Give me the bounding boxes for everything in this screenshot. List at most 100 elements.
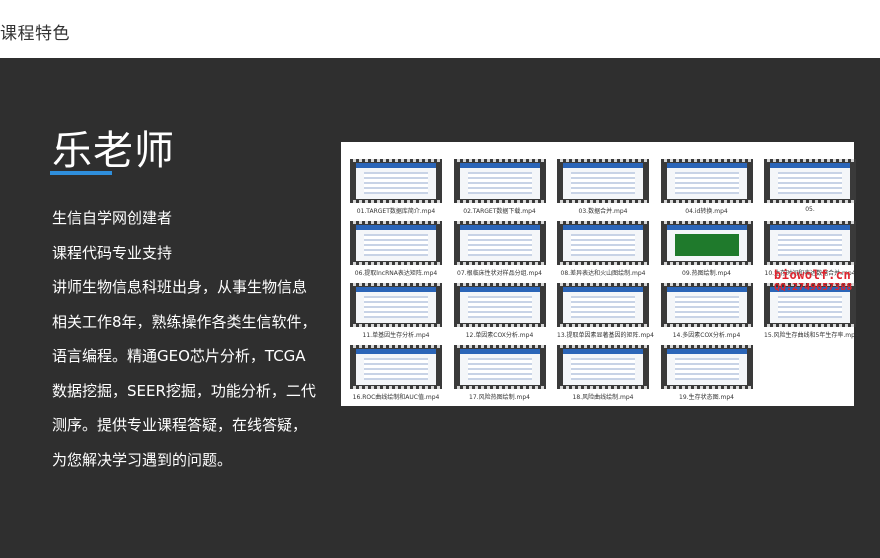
video-preview [563,287,643,323]
video-frame [660,221,753,265]
preview-content [571,234,635,256]
video-frame [660,283,753,327]
preview-content [467,172,532,194]
preview-content [674,296,739,318]
video-thumbnail[interactable]: 13.提取单因素显著基因的矩阵.mp4 [557,283,654,339]
video-title: 07.根临床性状对样品分组.mp4 [457,270,542,277]
preview-header [666,287,747,292]
video-thumbnail[interactable]: 06.提取lncRNA表达矩阵.mp4 [350,221,442,277]
preview-content [364,234,428,256]
preview-header [356,349,436,354]
preview-header [563,349,643,354]
preview-content [571,172,635,194]
video-title: 17.风险热图绘制.mp4 [469,394,530,401]
video-thumbnail[interactable]: 12.单因素COX分析.mp4 [453,283,546,339]
video-title: 01.TARGET数据库简介.mp4 [356,208,436,215]
video-thumbnail[interactable]: 14.多因素COX分析.mp4 [660,283,753,339]
video-preview [666,225,747,261]
preview-header [770,287,850,292]
video-thumbnail[interactable]: 18.风险曲线绘制.mp4 [557,345,649,401]
preview-content [364,172,428,194]
video-frame [453,159,546,203]
preview-header [356,163,436,168]
video-title: 15.风险生存曲线和5年生存率.mp4 [764,332,859,339]
video-title: 13.提取单因素显著基因的矩阵.mp4 [557,332,654,339]
video-thumbnail[interactable]: 11.单基因生存分析.mp4 [350,283,442,339]
video-thumbnail[interactable]: 08.差异表达和火山图绘制.mp4 [557,221,649,277]
video-frame [350,283,442,327]
video-preview [770,163,850,199]
video-thumbnail[interactable]: 10.生存时间和表达数据合并.mp4 [764,221,856,277]
preview-content [674,172,739,194]
preview-content [467,358,532,380]
preview-content [467,296,532,318]
video-preview [459,225,540,261]
preview-header [459,225,540,230]
preview-header [356,287,436,292]
video-title: 06.提取lncRNA表达矩阵.mp4 [354,270,438,277]
video-thumbnail[interactable]: 01.TARGET数据库简介.mp4 [350,159,442,215]
teacher-description: 生信自学网创建者 课程代码专业支持 讲师生物信息科班出身，从事生物信息 相关工作… [52,201,342,477]
preview-header [459,163,540,168]
preview-header [666,163,747,168]
video-frame [764,159,856,203]
video-preview [356,225,436,261]
watermark: biowolf.cn QQ:2749657388 [774,264,852,293]
video-frame [764,221,856,265]
preview-header [770,225,850,230]
video-frame [764,283,856,327]
description-line: 课程代码专业支持 [52,243,173,262]
video-thumbnail[interactable]: 09.热图绘制.mp4 [660,221,753,277]
video-preview [356,287,436,323]
section-title: 课程特色 [0,24,70,44]
video-preview [770,225,850,261]
video-thumbnail[interactable]: 16.ROC曲线绘制和AUC值.mp4 [350,345,442,401]
video-preview [563,163,643,199]
video-frame [557,283,649,327]
description-line: 语言编程。精通GEO芯片分析，TCGA [52,347,306,365]
video-preview [459,287,540,323]
preview-content [571,296,635,318]
video-title: 19.生存状态图.mp4 [679,394,734,401]
preview-header [563,225,643,230]
video-title: 03.数据合并.mp4 [578,208,628,215]
title-underline [50,171,112,175]
video-title: 10.生存时间和表达数据合并.mp4 [764,270,856,277]
video-title: 11.单基因生存分析.mp4 [362,332,430,339]
preview-content [778,172,842,194]
video-frame [350,221,442,265]
video-preview [459,349,540,385]
video-frame [453,283,546,327]
video-thumbnail[interactable]: 02.TARGET数据下载.mp4 [453,159,546,215]
description-line: 为您解决学习遇到的问题。 [52,450,233,469]
video-title: 04.id转换.mp4 [685,208,728,215]
video-frame [350,159,442,203]
watermark-site: biowolf.cn [774,268,852,282]
video-frame [557,345,649,389]
preview-header [459,287,540,292]
video-title: 05. [805,206,815,213]
video-thumbnail[interactable]: 04.id转换.mp4 [660,159,753,215]
video-thumbnail[interactable]: 19.生存状态图.mp4 [660,345,753,401]
video-frame [453,221,546,265]
description-line: 相关工作8年，熟练操作各类生信软件， [52,312,317,331]
preview-header [770,163,850,168]
video-frame [453,345,546,389]
video-thumbnail[interactable]: 05. [764,159,856,213]
video-thumbnail[interactable]: 07.根临床性状对样品分组.mp4 [453,221,546,277]
watermark-qq: QQ:2749657388 [774,282,853,293]
preview-header [666,225,747,230]
video-thumbnail[interactable]: 15.风险生存曲线和5年生存率.mp4 [764,283,859,339]
preview-content [467,234,532,256]
video-preview [563,349,643,385]
video-frame [660,345,753,389]
video-preview [356,163,436,199]
video-preview [770,287,850,323]
video-thumbnail[interactable]: 17.风险热图绘制.mp4 [453,345,546,401]
preview-content [778,234,842,256]
preview-header [666,349,747,354]
video-preview [459,163,540,199]
video-thumbnail[interactable]: 03.数据合并.mp4 [557,159,649,215]
preview-content [364,296,428,318]
preview-content [674,358,739,380]
